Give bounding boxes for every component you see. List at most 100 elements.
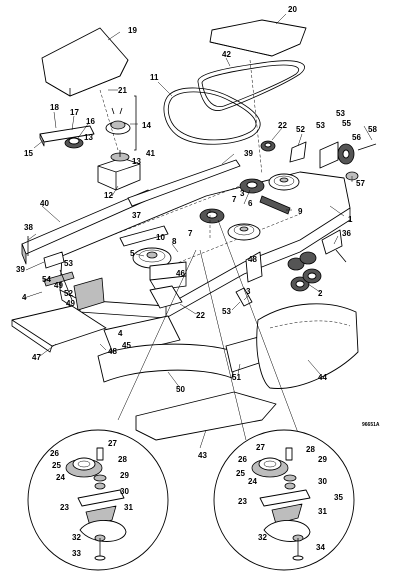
detail-left-27: 27 xyxy=(108,439,117,448)
link-49-52 xyxy=(43,269,75,301)
detail-left-30: 30 xyxy=(120,487,129,496)
callout-41: 41 xyxy=(146,149,155,158)
detail-view-left xyxy=(27,429,169,571)
front-skirt-43 xyxy=(135,391,277,441)
callout-49b: 49 xyxy=(66,299,75,308)
callout-37: 37 xyxy=(132,211,141,220)
assembly-lines xyxy=(99,59,301,441)
bracket-39-front xyxy=(43,251,65,269)
callout-6: 6 xyxy=(248,199,253,208)
baffle-50 xyxy=(97,343,237,383)
callout-39b: 39 xyxy=(16,265,25,274)
callout-38: 38 xyxy=(24,223,33,232)
idler-arm-9 xyxy=(259,195,291,215)
detail-right-31: 31 xyxy=(318,507,327,516)
callout-14: 14 xyxy=(142,121,151,130)
callout-46: 46 xyxy=(176,269,185,278)
detail-left-26: 26 xyxy=(50,449,59,458)
callout-36: 36 xyxy=(342,229,351,238)
baffle-4 xyxy=(73,277,105,311)
callout-11: 11 xyxy=(150,73,159,82)
callout-15: 15 xyxy=(24,149,33,158)
detail-right-25: 25 xyxy=(236,469,245,478)
spindle-bearing-22 xyxy=(260,140,276,152)
callout-19: 19 xyxy=(128,26,137,35)
detail-right-30: 30 xyxy=(318,477,327,486)
callout-52: 52 xyxy=(296,125,305,134)
callout-48a: 48 xyxy=(248,255,257,264)
hanger-bracket-48 xyxy=(245,251,263,283)
callout-4a: 4 xyxy=(22,293,27,302)
callout-50: 50 xyxy=(176,385,185,394)
callout-21: 21 xyxy=(118,86,127,95)
callout-18: 18 xyxy=(50,103,59,112)
callout-43: 43 xyxy=(198,451,207,460)
belt-cover-right-20 xyxy=(209,19,307,57)
detail-right-32: 32 xyxy=(258,533,267,542)
callout-13a: 13 xyxy=(84,133,93,142)
callout-49a: 49 xyxy=(54,281,63,290)
detail-left-31: 31 xyxy=(124,503,133,512)
detail-left-25: 25 xyxy=(52,461,61,470)
idler-pulley-6 xyxy=(239,178,265,194)
detail-left-32: 32 xyxy=(72,533,81,542)
detail-right-28: 28 xyxy=(306,445,315,454)
spindle-pulley-right xyxy=(268,173,300,191)
callout-1: 1 xyxy=(348,215,353,224)
callout-56: 56 xyxy=(352,133,361,142)
callout-2: 2 xyxy=(318,289,323,298)
callout-53d: 53 xyxy=(222,307,231,316)
callout-58: 58 xyxy=(368,125,377,134)
callout-3a: 3 xyxy=(240,189,245,198)
bolt-3 xyxy=(235,287,253,307)
rail-41 xyxy=(127,159,241,207)
callout-48b: 48 xyxy=(108,347,117,356)
callout-52b: 52 xyxy=(64,289,73,298)
belt-cover-left-19 xyxy=(41,27,129,97)
callout-54: 54 xyxy=(42,275,51,284)
callout-45: 45 xyxy=(122,341,131,350)
drive-belt-42 xyxy=(197,60,305,111)
callout-10: 10 xyxy=(156,233,165,242)
callout-17: 17 xyxy=(70,108,79,117)
idler-arm-15 xyxy=(39,125,95,147)
detail-right-34: 34 xyxy=(316,543,325,552)
gauge-rollers-2 xyxy=(287,251,322,292)
deck-belt-11 xyxy=(163,87,261,145)
deflector-47 xyxy=(11,305,107,353)
detail-right-35: 35 xyxy=(334,493,343,502)
detail-left-33: 33 xyxy=(72,549,81,558)
detail-right-29: 29 xyxy=(318,455,327,464)
pulley-14 xyxy=(105,95,137,151)
detail-right-24: 24 xyxy=(248,477,257,486)
wheel-bracket-22 xyxy=(149,285,183,309)
idler-pulley-center-7 xyxy=(199,208,225,224)
detail-right-26: 26 xyxy=(238,455,247,464)
bracket-53-55 xyxy=(319,141,377,181)
detail-left-24: 24 xyxy=(56,473,65,482)
side-guard-44 xyxy=(256,303,359,389)
spindle-pulley-left-5 xyxy=(132,247,172,269)
drawing-code: 96651A xyxy=(362,422,380,428)
gearbox-12 xyxy=(97,150,141,191)
callout-22b: 22 xyxy=(196,311,205,320)
callout-40: 40 xyxy=(40,199,49,208)
support-36 xyxy=(321,229,347,263)
callout-20: 20 xyxy=(288,5,297,14)
callout-16: 16 xyxy=(86,117,95,126)
callout-4b: 4 xyxy=(118,329,123,338)
detail-right-23: 23 xyxy=(238,497,247,506)
plate-10 xyxy=(119,225,169,247)
detail-right-27: 27 xyxy=(256,443,265,452)
bracket-52 xyxy=(289,141,307,163)
callout-44: 44 xyxy=(318,373,327,382)
callout-7b: 7 xyxy=(188,229,193,238)
callout-57: 57 xyxy=(356,179,365,188)
leader-lines xyxy=(23,13,373,449)
callout-42: 42 xyxy=(222,50,231,59)
callout-53b: 53 xyxy=(336,109,345,118)
callout-5: 5 xyxy=(130,249,135,258)
callout-3b: 3 xyxy=(246,287,251,296)
idler-pulley-16 xyxy=(64,137,84,149)
detail-view-right xyxy=(213,429,355,571)
